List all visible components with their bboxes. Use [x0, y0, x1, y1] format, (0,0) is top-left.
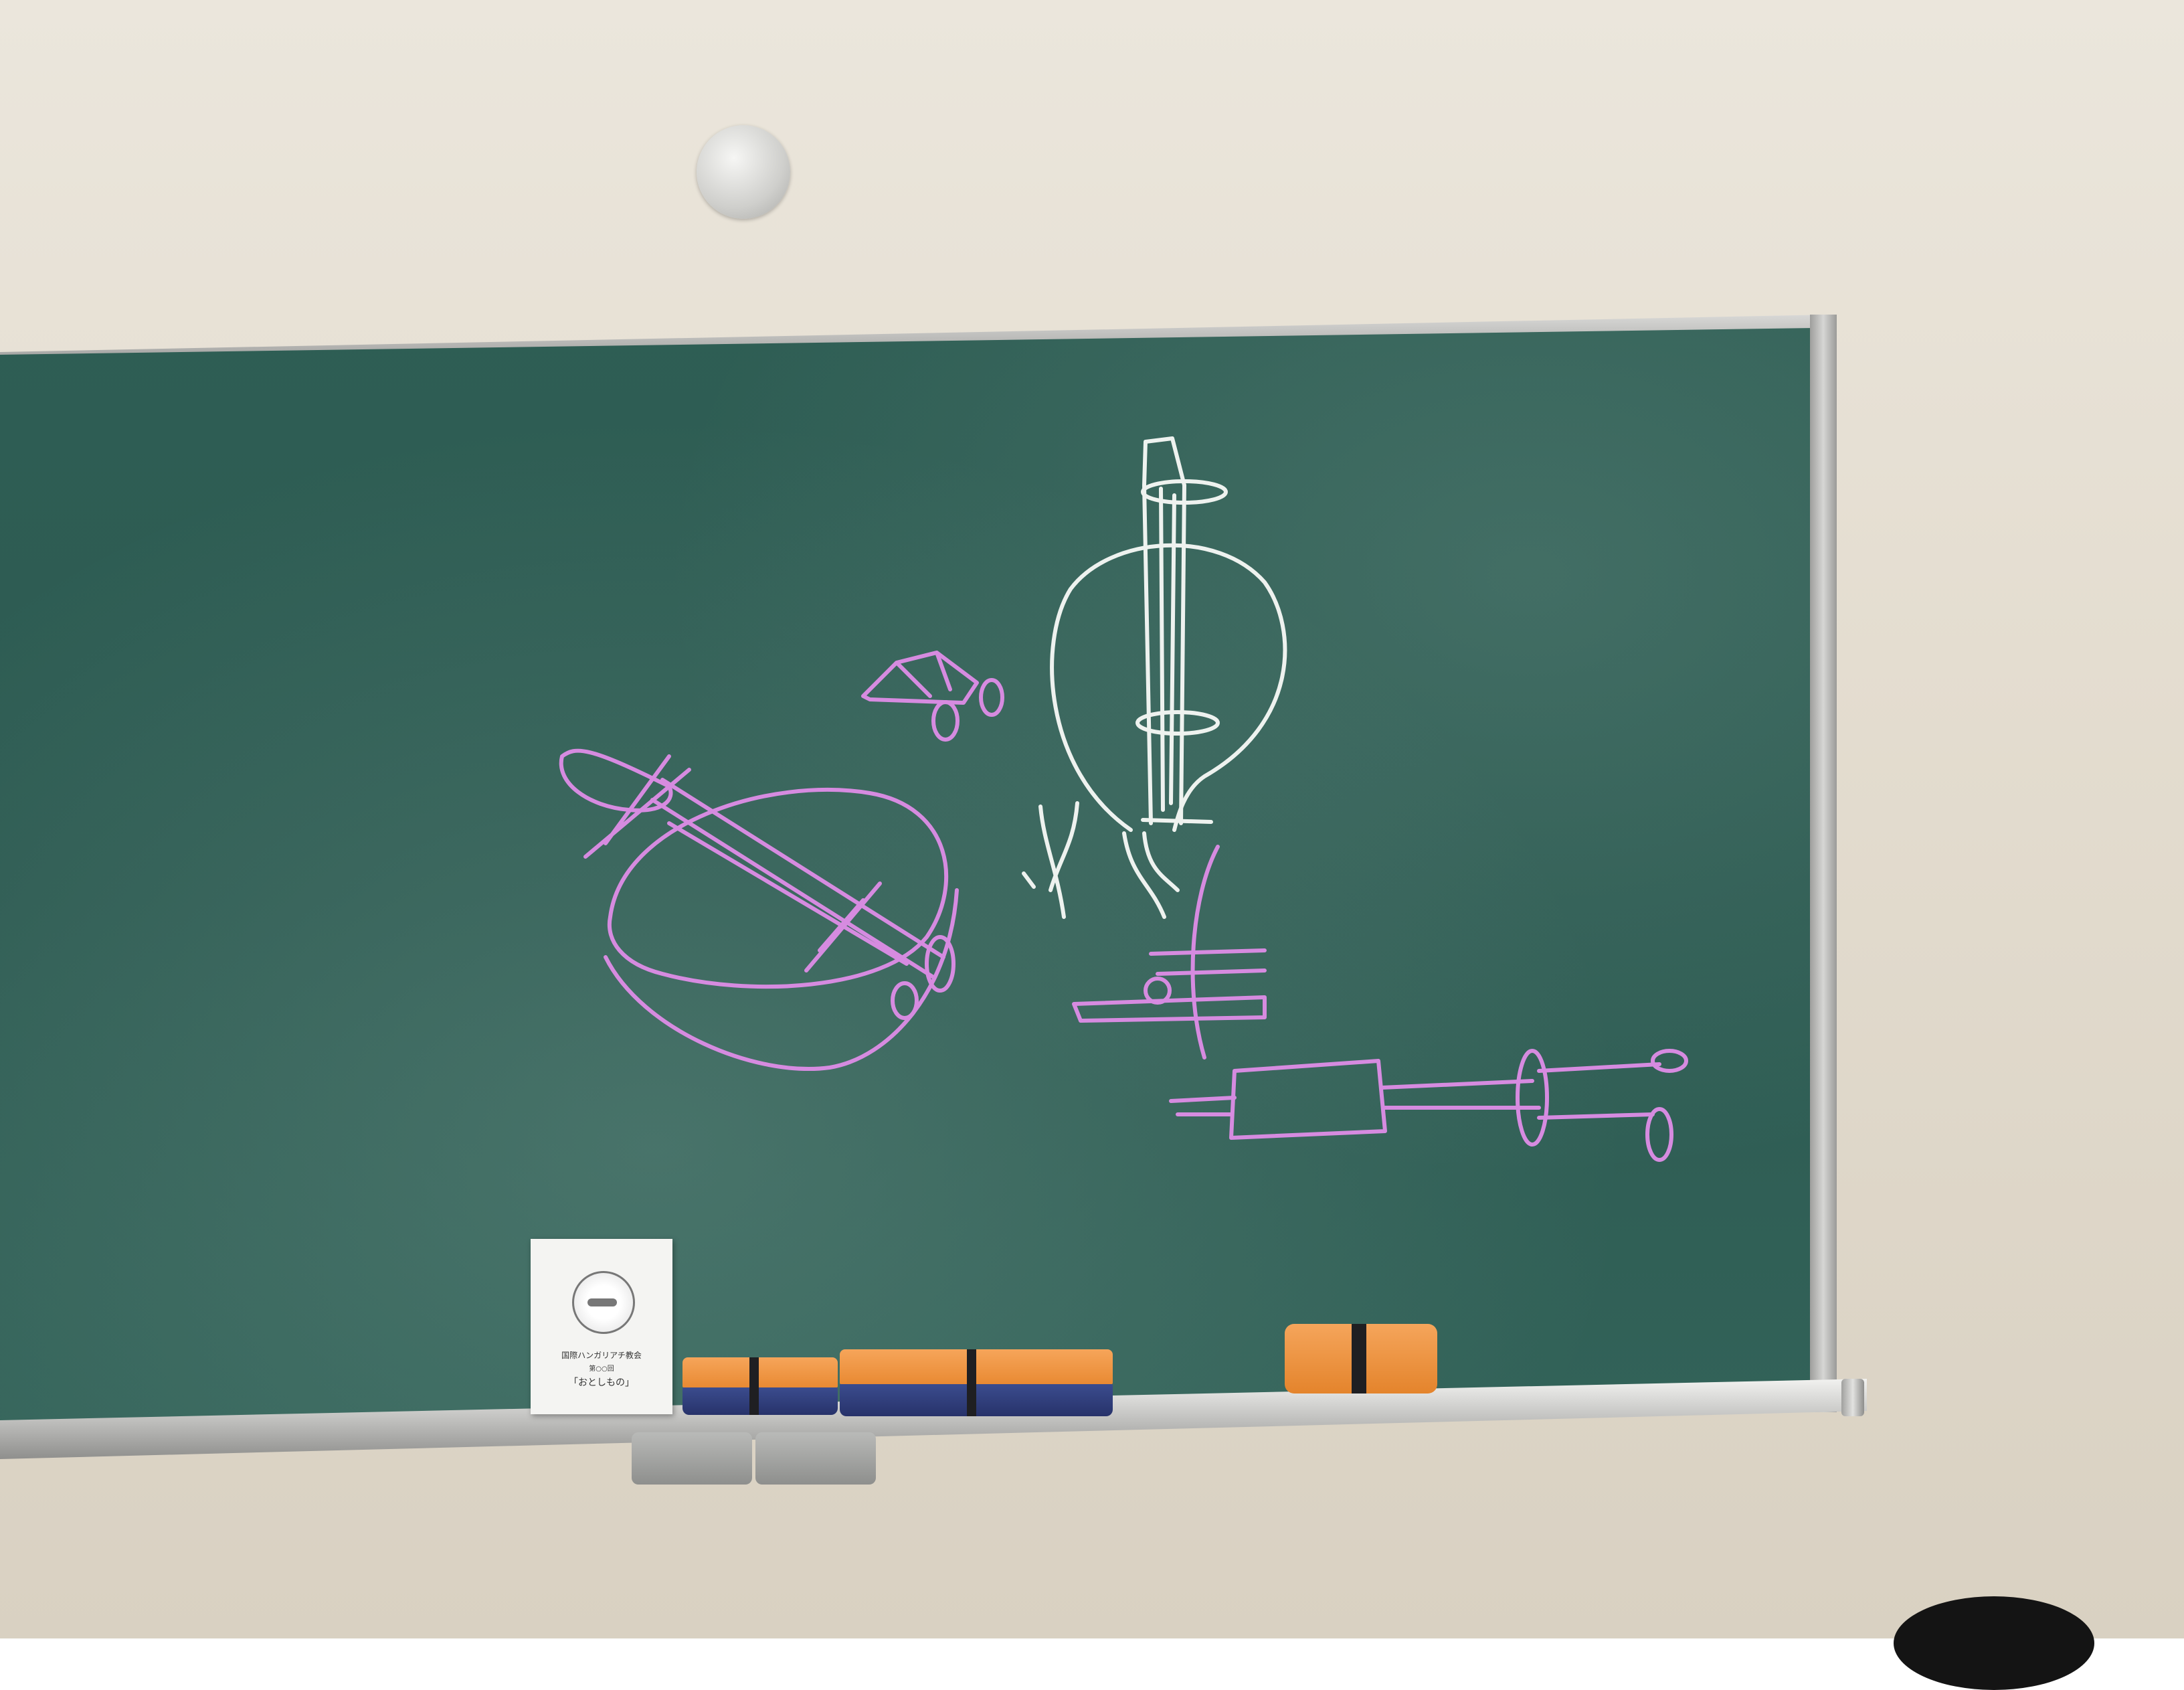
pink-fan-shaft: [1149, 948, 1267, 976]
pink-small-car: [861, 651, 979, 705]
chalkboard-frame-right: [1810, 315, 1837, 1412]
pink-rotor-cap: [559, 748, 673, 813]
chalk-drawings: [559, 436, 1688, 1162]
chalkboard: [0, 328, 1833, 1423]
white-airflow-right: [1122, 831, 1180, 919]
chalk-eraser-right: [1285, 1324, 1437, 1393]
pink-small-wheel-2: [979, 678, 1004, 717]
pink-propeller-right: [804, 881, 882, 973]
white-axis-rod: [1142, 483, 1186, 825]
pink-shaft-end: [1537, 1062, 1661, 1120]
person-head-silhouette: [1894, 1596, 2094, 1690]
emblem-logo: [572, 1271, 635, 1334]
eraser-strap: [749, 1357, 759, 1415]
pink-ellipse-sketch: [607, 788, 948, 989]
chalk-eraser-middle: [840, 1349, 1113, 1416]
pink-bottom-arc: [604, 888, 959, 1072]
pink-shaft-disc: [1516, 1049, 1549, 1147]
pink-wheel-2: [891, 981, 919, 1020]
white-balloon-envelope: [1050, 543, 1287, 832]
white-lower-disc: [1135, 710, 1220, 736]
eraser-strap: [1352, 1324, 1366, 1393]
pink-wheel-1: [925, 935, 955, 993]
notice-sheet: 国際ハンガリアチ教会 第○○回 「おとしもの」: [531, 1239, 672, 1414]
pink-fan-hub: [1144, 977, 1172, 1005]
pink-fan-arc: [1190, 845, 1220, 1060]
eraser-felt: [840, 1384, 1113, 1416]
white-airflow-left: [1022, 801, 1079, 919]
pink-shaft: [650, 778, 945, 979]
eraser-felt: [682, 1387, 838, 1415]
pink-small-wheel-1: [931, 700, 960, 742]
pink-propeller-left: [583, 754, 691, 859]
notice-line-1: 国際ハンガリアチ教会: [561, 1351, 642, 1360]
eraser-grip: [682, 1357, 838, 1387]
gray-eraser-block: [755, 1432, 876, 1485]
gray-eraser-block: [632, 1432, 752, 1485]
white-top-disc: [1141, 479, 1228, 505]
pink-shaft-cap-top: [1651, 1049, 1688, 1073]
pink-fan-blade: [1072, 995, 1267, 1023]
ceiling-wall-fixture: [697, 125, 790, 219]
chalk-eraser-left: [682, 1357, 838, 1415]
eraser-strap: [967, 1349, 976, 1416]
spare-eraser-blocks: [632, 1432, 879, 1486]
chalk-tray-end-cap: [1841, 1379, 1864, 1416]
pink-motor-shaft: [1169, 1079, 1541, 1116]
pink-shaft-cap-bottom: [1645, 1107, 1673, 1162]
notice-line-3: 「おとしもの」: [569, 1377, 634, 1388]
white-top-cap: [1142, 436, 1186, 487]
pink-motor-body: [1229, 1059, 1387, 1140]
eraser-grip: [840, 1349, 1113, 1384]
notice-line-2: 第○○回: [589, 1365, 614, 1373]
white-base: [1141, 818, 1213, 824]
